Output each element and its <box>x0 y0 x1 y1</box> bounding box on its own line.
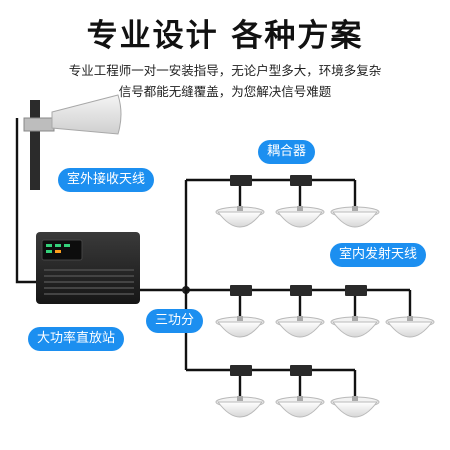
subtitle-line-2: 信号都能无缝覆盖，为您解决信号难题 <box>118 84 332 99</box>
feeder-cable <box>15 118 42 284</box>
coupler-icons <box>230 175 367 376</box>
branch-cables <box>184 178 410 372</box>
splitter-label: 三功分 <box>146 309 204 333</box>
repeater-icon <box>36 232 140 304</box>
page-title: 专业设计 各种方案 <box>86 18 364 54</box>
indoor-antenna-label: 室内发射天线 <box>330 243 427 267</box>
outdoor-antenna-icon <box>23 94 122 190</box>
repeater-label: 大功率直放站 <box>28 327 125 351</box>
drop-cables <box>238 180 412 400</box>
coupler-label: 耦合器 <box>258 140 316 164</box>
outdoor-antenna-label: 室外接收天线 <box>58 168 155 192</box>
indoor-antenna-icons <box>215 206 435 418</box>
subtitle-line-1: 专业工程师一对一安装指导，无论户型多大，环境多复杂 <box>68 63 382 78</box>
